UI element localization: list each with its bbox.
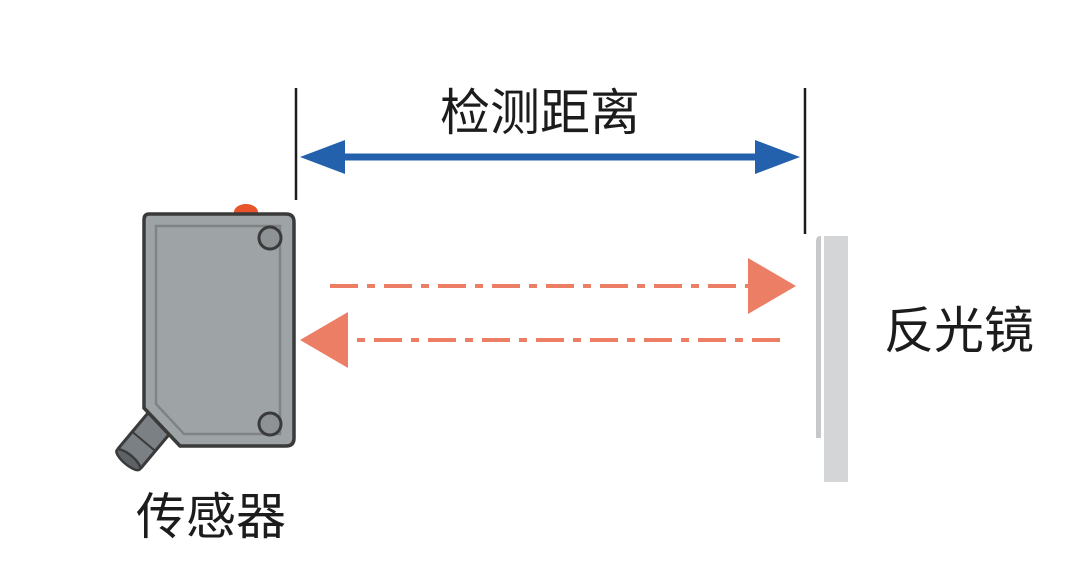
- distance-arrow-right-head: [755, 140, 800, 174]
- sensor-body: [142, 212, 296, 448]
- distance-double-arrow: [300, 140, 800, 174]
- reflector-plate-icon: [816, 236, 848, 482]
- sensor-screw-top: [257, 225, 283, 251]
- photoelectric-sensor-icon: [115, 204, 296, 472]
- reflected-beam-arrowhead: [300, 312, 348, 368]
- emitted-light-beam: [330, 258, 796, 314]
- sensor-label: 传感器: [136, 488, 286, 546]
- reflector-label: 反光镜: [884, 302, 1034, 360]
- sensor-screw-bottom: [257, 411, 283, 437]
- emitted-beam-arrowhead: [748, 258, 796, 314]
- distance-arrow-left-head: [300, 140, 345, 174]
- reflected-light-beam: [300, 312, 780, 368]
- detection-distance-label: 检测距离: [440, 84, 640, 142]
